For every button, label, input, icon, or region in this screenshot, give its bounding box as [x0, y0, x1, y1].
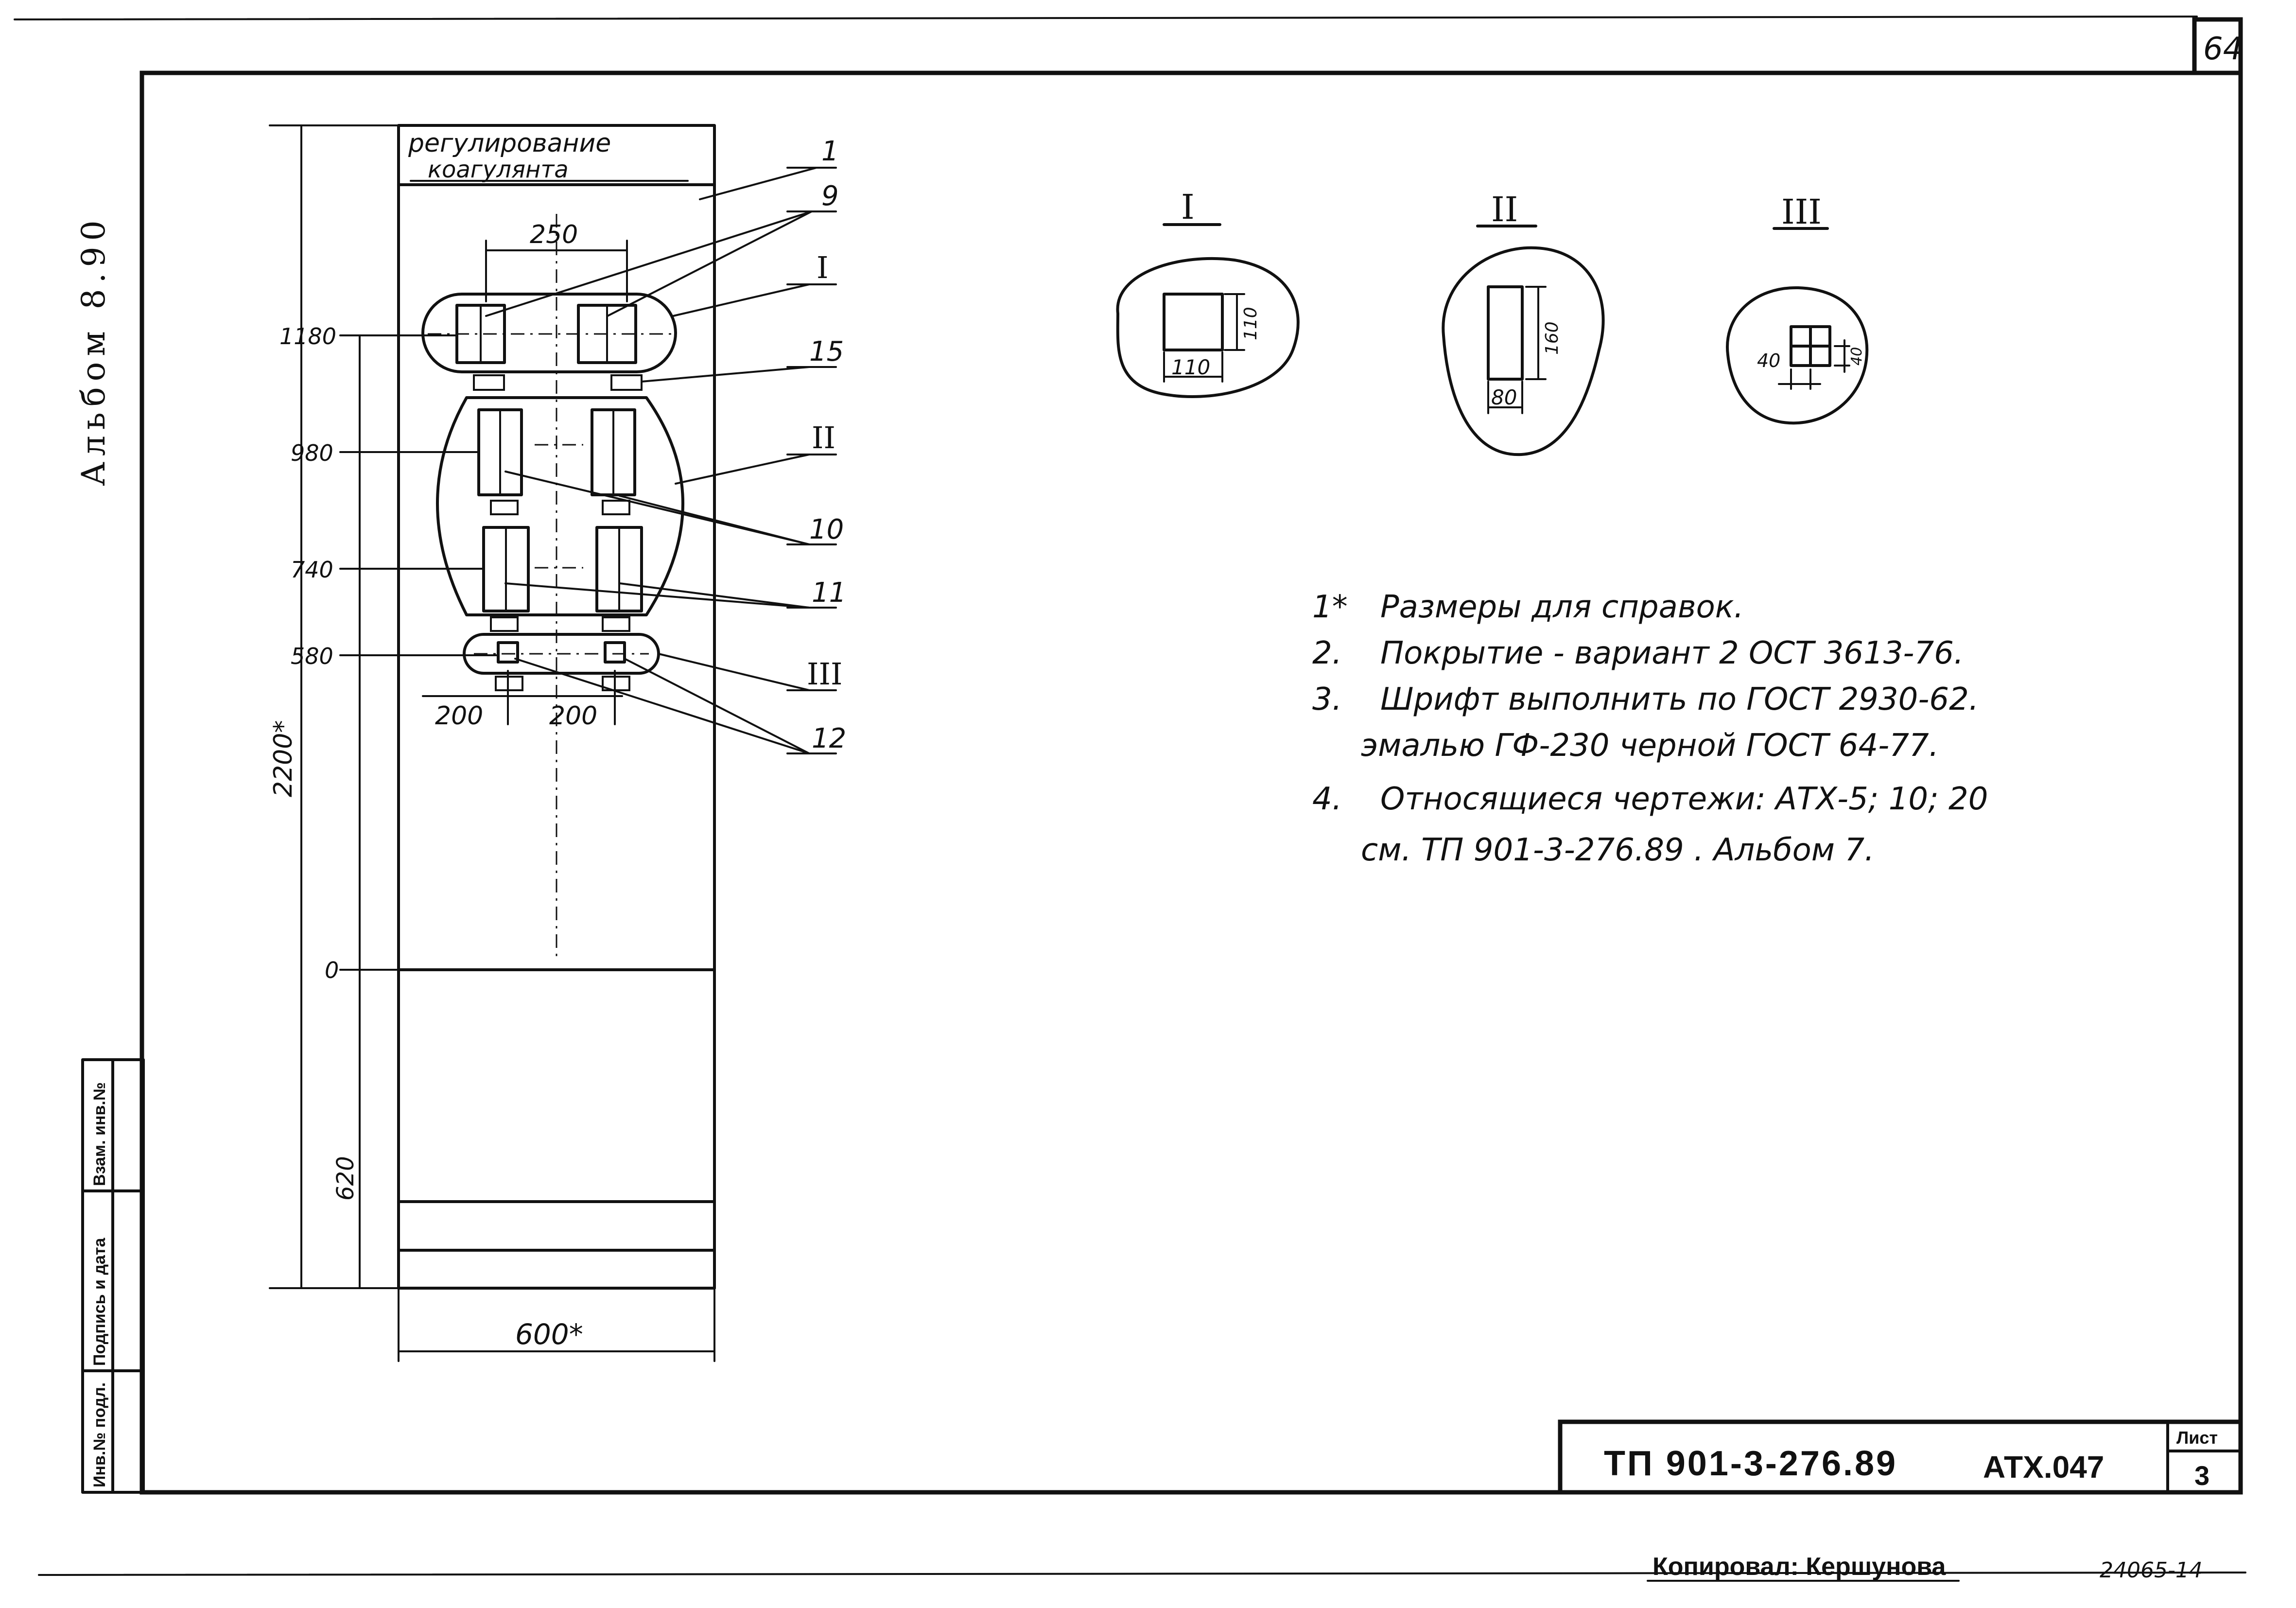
detail-III-dim-a: 40 — [1757, 350, 1780, 371]
level-1180: 1180 — [279, 323, 336, 350]
note-text-3b: эмалью ГФ-230 черной ГОСТ 64-77. — [1361, 728, 1939, 764]
note-num-1: 1* — [1312, 589, 1348, 625]
doc-code: ТП 901-3-276.89 — [1604, 1444, 1897, 1483]
pos-I: I — [817, 250, 829, 285]
detail-II-dim-a: 80 — [1491, 385, 1517, 409]
sheet-label: Лист — [2176, 1428, 2218, 1448]
dim-200-right: 200 — [549, 701, 597, 731]
stamp-vzam-inv: Взам. инв.№ — [90, 1082, 109, 1186]
detail-II-label: II — [1491, 190, 1518, 229]
note-text-4b: см. ТП 901-3-276.89 . Альбом 7. — [1361, 832, 1874, 868]
level-580: 580 — [291, 643, 333, 669]
pos-III: III — [807, 656, 842, 692]
pos-9: 9 — [821, 180, 839, 212]
album-side-label: Альбом 8.90 — [75, 214, 112, 486]
archive-number: 24065-14 — [2100, 1558, 2203, 1583]
left-stamp — [81, 1058, 145, 1494]
page-number: 64 — [2203, 31, 2243, 67]
note-num-4: 4. — [1312, 781, 1342, 817]
pos-12: 12 — [812, 723, 846, 754]
detail-III-label: III — [1781, 192, 1822, 232]
level-740: 740 — [291, 557, 333, 583]
stamp-podpis-data: Подпись и дата — [90, 1237, 109, 1366]
note-text-3: Шрифт выполнить по ГОСТ 2930-62. — [1380, 682, 1979, 717]
group-I — [421, 293, 677, 391]
panel-title-line1: регулирование — [408, 129, 611, 158]
dim-2200: 2200* — [269, 720, 298, 797]
detail-I — [1116, 223, 1300, 398]
level-980: 980 — [291, 440, 333, 466]
pos-11: 11 — [812, 577, 846, 609]
pos-1: 1 — [821, 136, 839, 167]
dim-620: 620 — [332, 1156, 359, 1201]
note-text-1: Размеры для справок. — [1380, 589, 1744, 625]
group-II — [436, 396, 684, 632]
pos-10: 10 — [809, 514, 844, 545]
panel-outline — [397, 124, 716, 1290]
dim-200-left: 200 — [435, 701, 483, 731]
detail-II — [1442, 225, 1605, 456]
group-III — [463, 633, 660, 691]
note-text-4: Относящиеся чертежи: АТХ-5; 10; 20 — [1380, 781, 1988, 817]
drawing-code: АТХ.047 — [1983, 1450, 2104, 1485]
detail-I-dim-b: 110 — [1241, 307, 1261, 340]
title-block — [1558, 1419, 2243, 1495]
detail-III-dim-b: 40 — [1848, 347, 1865, 366]
detail-II-dim-b: 160 — [1542, 321, 1562, 355]
pos-15: 15 — [809, 336, 844, 367]
panel-title-line2: коагулянта — [428, 156, 569, 183]
stamp-inv-podl: Инв.№ подл. — [90, 1382, 109, 1487]
sheet-number: 3 — [2194, 1460, 2209, 1491]
level-0: 0 — [325, 957, 339, 983]
copied-by: Копировал: Кершунова — [1652, 1553, 1947, 1581]
detail-I-label: I — [1181, 187, 1195, 227]
note-num-2: 2. — [1312, 635, 1342, 671]
sheet-frame — [14, 16, 2246, 1576]
pos-II: II — [812, 420, 835, 455]
dim-250: 250 — [530, 220, 578, 249]
detail-I-dim-a: 110 — [1171, 355, 1210, 379]
note-num-3: 3. — [1312, 682, 1342, 717]
dim-600: 600* — [515, 1318, 583, 1351]
dimension-lines — [269, 124, 715, 1362]
notes-block: 1* Размеры для справок. 2. Покрытие - ва… — [1312, 589, 1988, 868]
note-text-2: Покрытие - вариант 2 ОСТ 3613-76. — [1380, 635, 1964, 671]
callout-leaders — [485, 167, 837, 754]
detail-III — [1726, 227, 1869, 425]
